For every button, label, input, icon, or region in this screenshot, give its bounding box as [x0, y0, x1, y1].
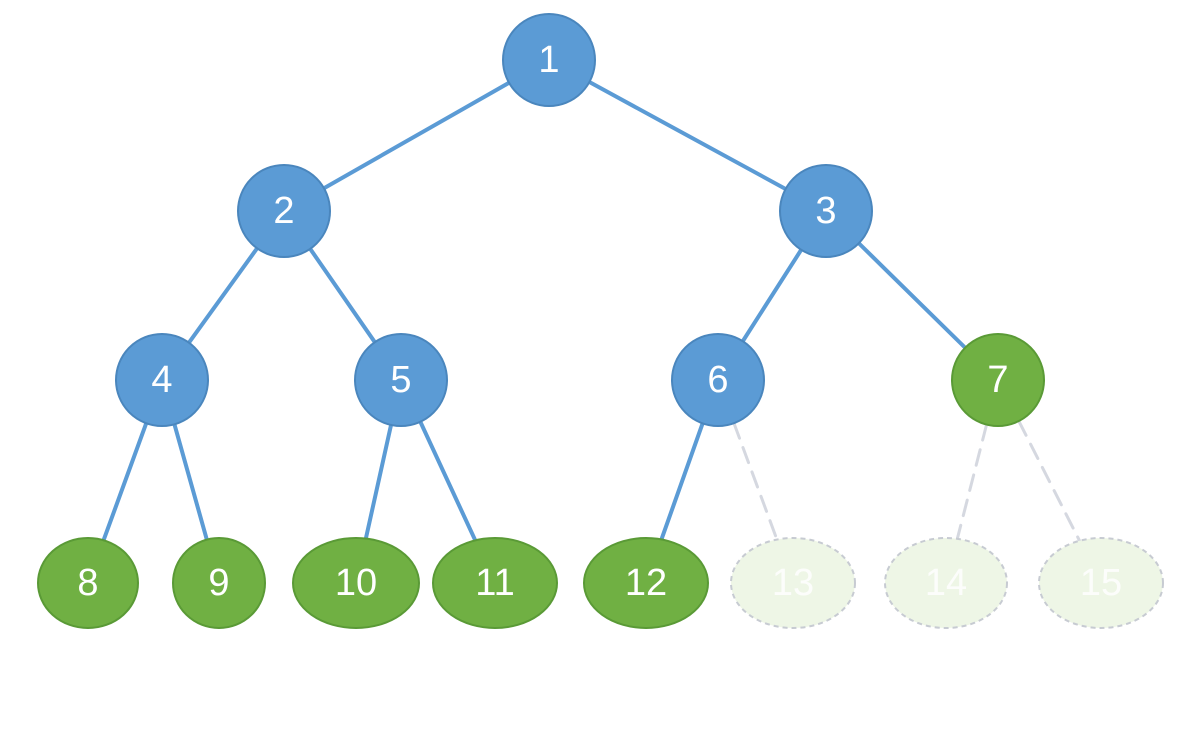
node-label-12: 12: [625, 562, 667, 604]
node-circle-1: [502, 13, 596, 107]
node-circle-2: [237, 164, 331, 258]
edge-7-15: [1017, 419, 1082, 543]
edge-3-6: [740, 247, 804, 344]
tree-node-15: 15: [1038, 537, 1164, 629]
tree-node-5: 5: [354, 333, 448, 427]
node-label-1: 1: [538, 39, 559, 81]
node-circle-14: [884, 537, 1008, 629]
tree-node-11: 11: [432, 537, 558, 629]
tree-node-8: 8: [37, 537, 139, 629]
node-circle-11: [432, 537, 558, 629]
tree-node-10: 10: [292, 537, 420, 629]
tree-node-7: 7: [951, 333, 1045, 427]
edge-6-13: [732, 421, 779, 542]
tree-node-9: 9: [172, 537, 266, 629]
tree-node-6: 6: [671, 333, 765, 427]
edge-2-5: [308, 246, 377, 345]
edge-4-9: [172, 422, 209, 542]
tree-node-12: 12: [583, 537, 709, 629]
edge-2-4: [186, 246, 260, 345]
edge-4-8: [101, 421, 149, 543]
tree-edges: [101, 80, 1082, 543]
node-circle-7: [951, 333, 1045, 427]
node-label-10: 10: [335, 562, 377, 604]
node-label-7: 7: [987, 359, 1008, 401]
node-label-14: 14: [925, 562, 967, 604]
tree-node-2: 2: [237, 164, 331, 258]
node-label-8: 8: [77, 562, 98, 604]
edge-6-12: [659, 421, 705, 542]
node-label-5: 5: [390, 359, 411, 401]
node-label-4: 4: [151, 359, 172, 401]
node-label-11: 11: [475, 562, 514, 604]
edge-3-7: [856, 241, 968, 350]
edge-1-3: [587, 80, 788, 191]
edge-7-14: [955, 423, 989, 541]
edge-5-10: [363, 422, 394, 541]
node-label-3: 3: [815, 190, 836, 232]
node-label-15: 15: [1080, 562, 1122, 604]
tree-node-4: 4: [115, 333, 209, 427]
node-circle-9: [172, 537, 266, 629]
tree-node-14: 14: [884, 537, 1008, 629]
tree-node-3: 3: [779, 164, 873, 258]
node-label-13: 13: [772, 562, 814, 604]
node-circle-6: [671, 333, 765, 427]
node-circle-4: [115, 333, 209, 427]
node-circle-3: [779, 164, 873, 258]
node-label-2: 2: [273, 190, 294, 232]
edge-1-2: [321, 80, 512, 191]
node-circle-10: [292, 537, 420, 629]
node-circle-15: [1038, 537, 1164, 629]
node-circle-12: [583, 537, 709, 629]
node-label-9: 9: [208, 562, 229, 604]
tree-node-13: 13: [730, 537, 856, 629]
node-circle-13: [730, 537, 856, 629]
tree-node-1: 1: [502, 13, 596, 107]
node-circle-8: [37, 537, 139, 629]
node-circle-5: [354, 333, 448, 427]
edge-5-11: [418, 419, 478, 543]
node-label-6: 6: [707, 359, 728, 401]
